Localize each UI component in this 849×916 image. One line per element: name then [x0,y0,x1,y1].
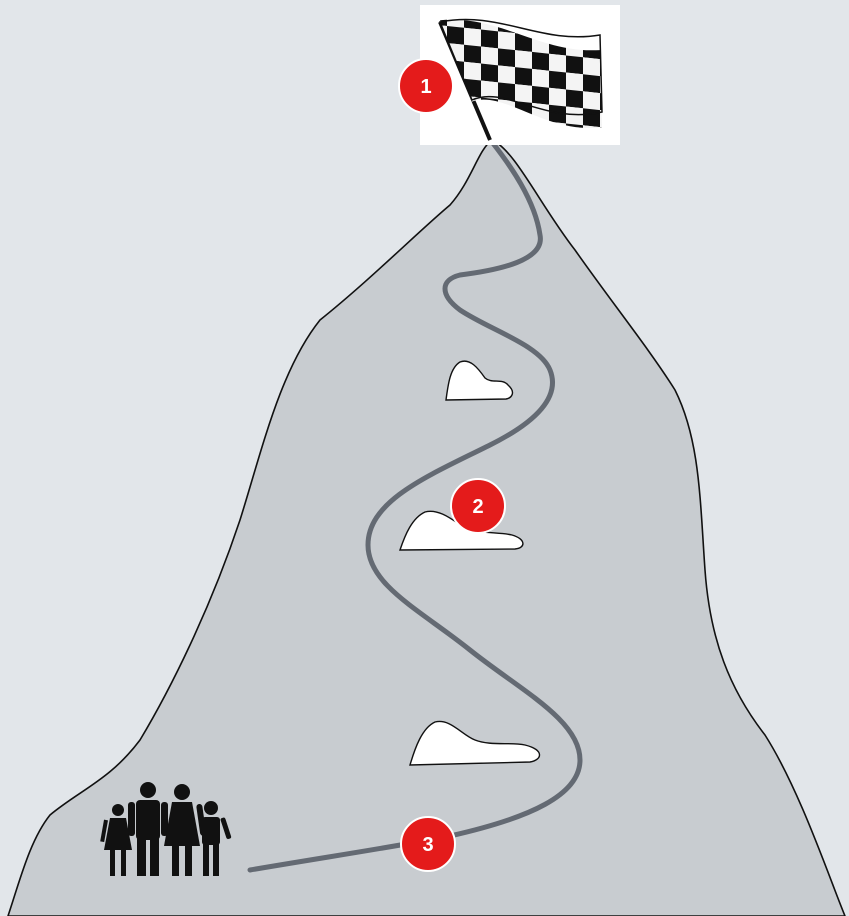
flag-check-square [498,31,515,50]
flag-check-square [583,108,600,127]
marker-1: 1 [399,59,453,113]
flag-check-square [549,71,566,90]
flag-check-square [515,67,532,86]
flag-check-square [498,65,515,84]
flag-check-square [549,88,566,107]
flag-check-square [481,30,498,49]
flag-check-square [447,26,464,45]
flag-check-square [566,106,583,125]
flag-check-square [498,48,515,67]
flag-check-square [481,64,498,83]
flag-check-square [515,84,532,103]
svg-text:2: 2 [472,496,483,518]
svg-text:3: 3 [422,834,433,856]
flag-check-square [583,91,600,110]
flag-check-square [532,86,549,105]
flag-check-square [549,54,566,73]
marker-2: 2 [451,479,505,533]
marker-3: 3 [401,817,455,871]
flag-check-square [464,28,481,47]
svg-text:1: 1 [420,76,431,98]
flag-check-square [464,62,481,81]
flag-check-square [532,69,549,88]
flag-check-square [566,89,583,108]
flag-check-square [583,74,600,93]
flag-check-square [532,52,549,71]
flag-check-square [583,57,600,76]
flag-check-square [515,50,532,69]
flag-check-square [481,47,498,66]
flag-check-square [566,72,583,91]
flag-check-square [566,55,583,74]
flag-check-square [464,45,481,64]
